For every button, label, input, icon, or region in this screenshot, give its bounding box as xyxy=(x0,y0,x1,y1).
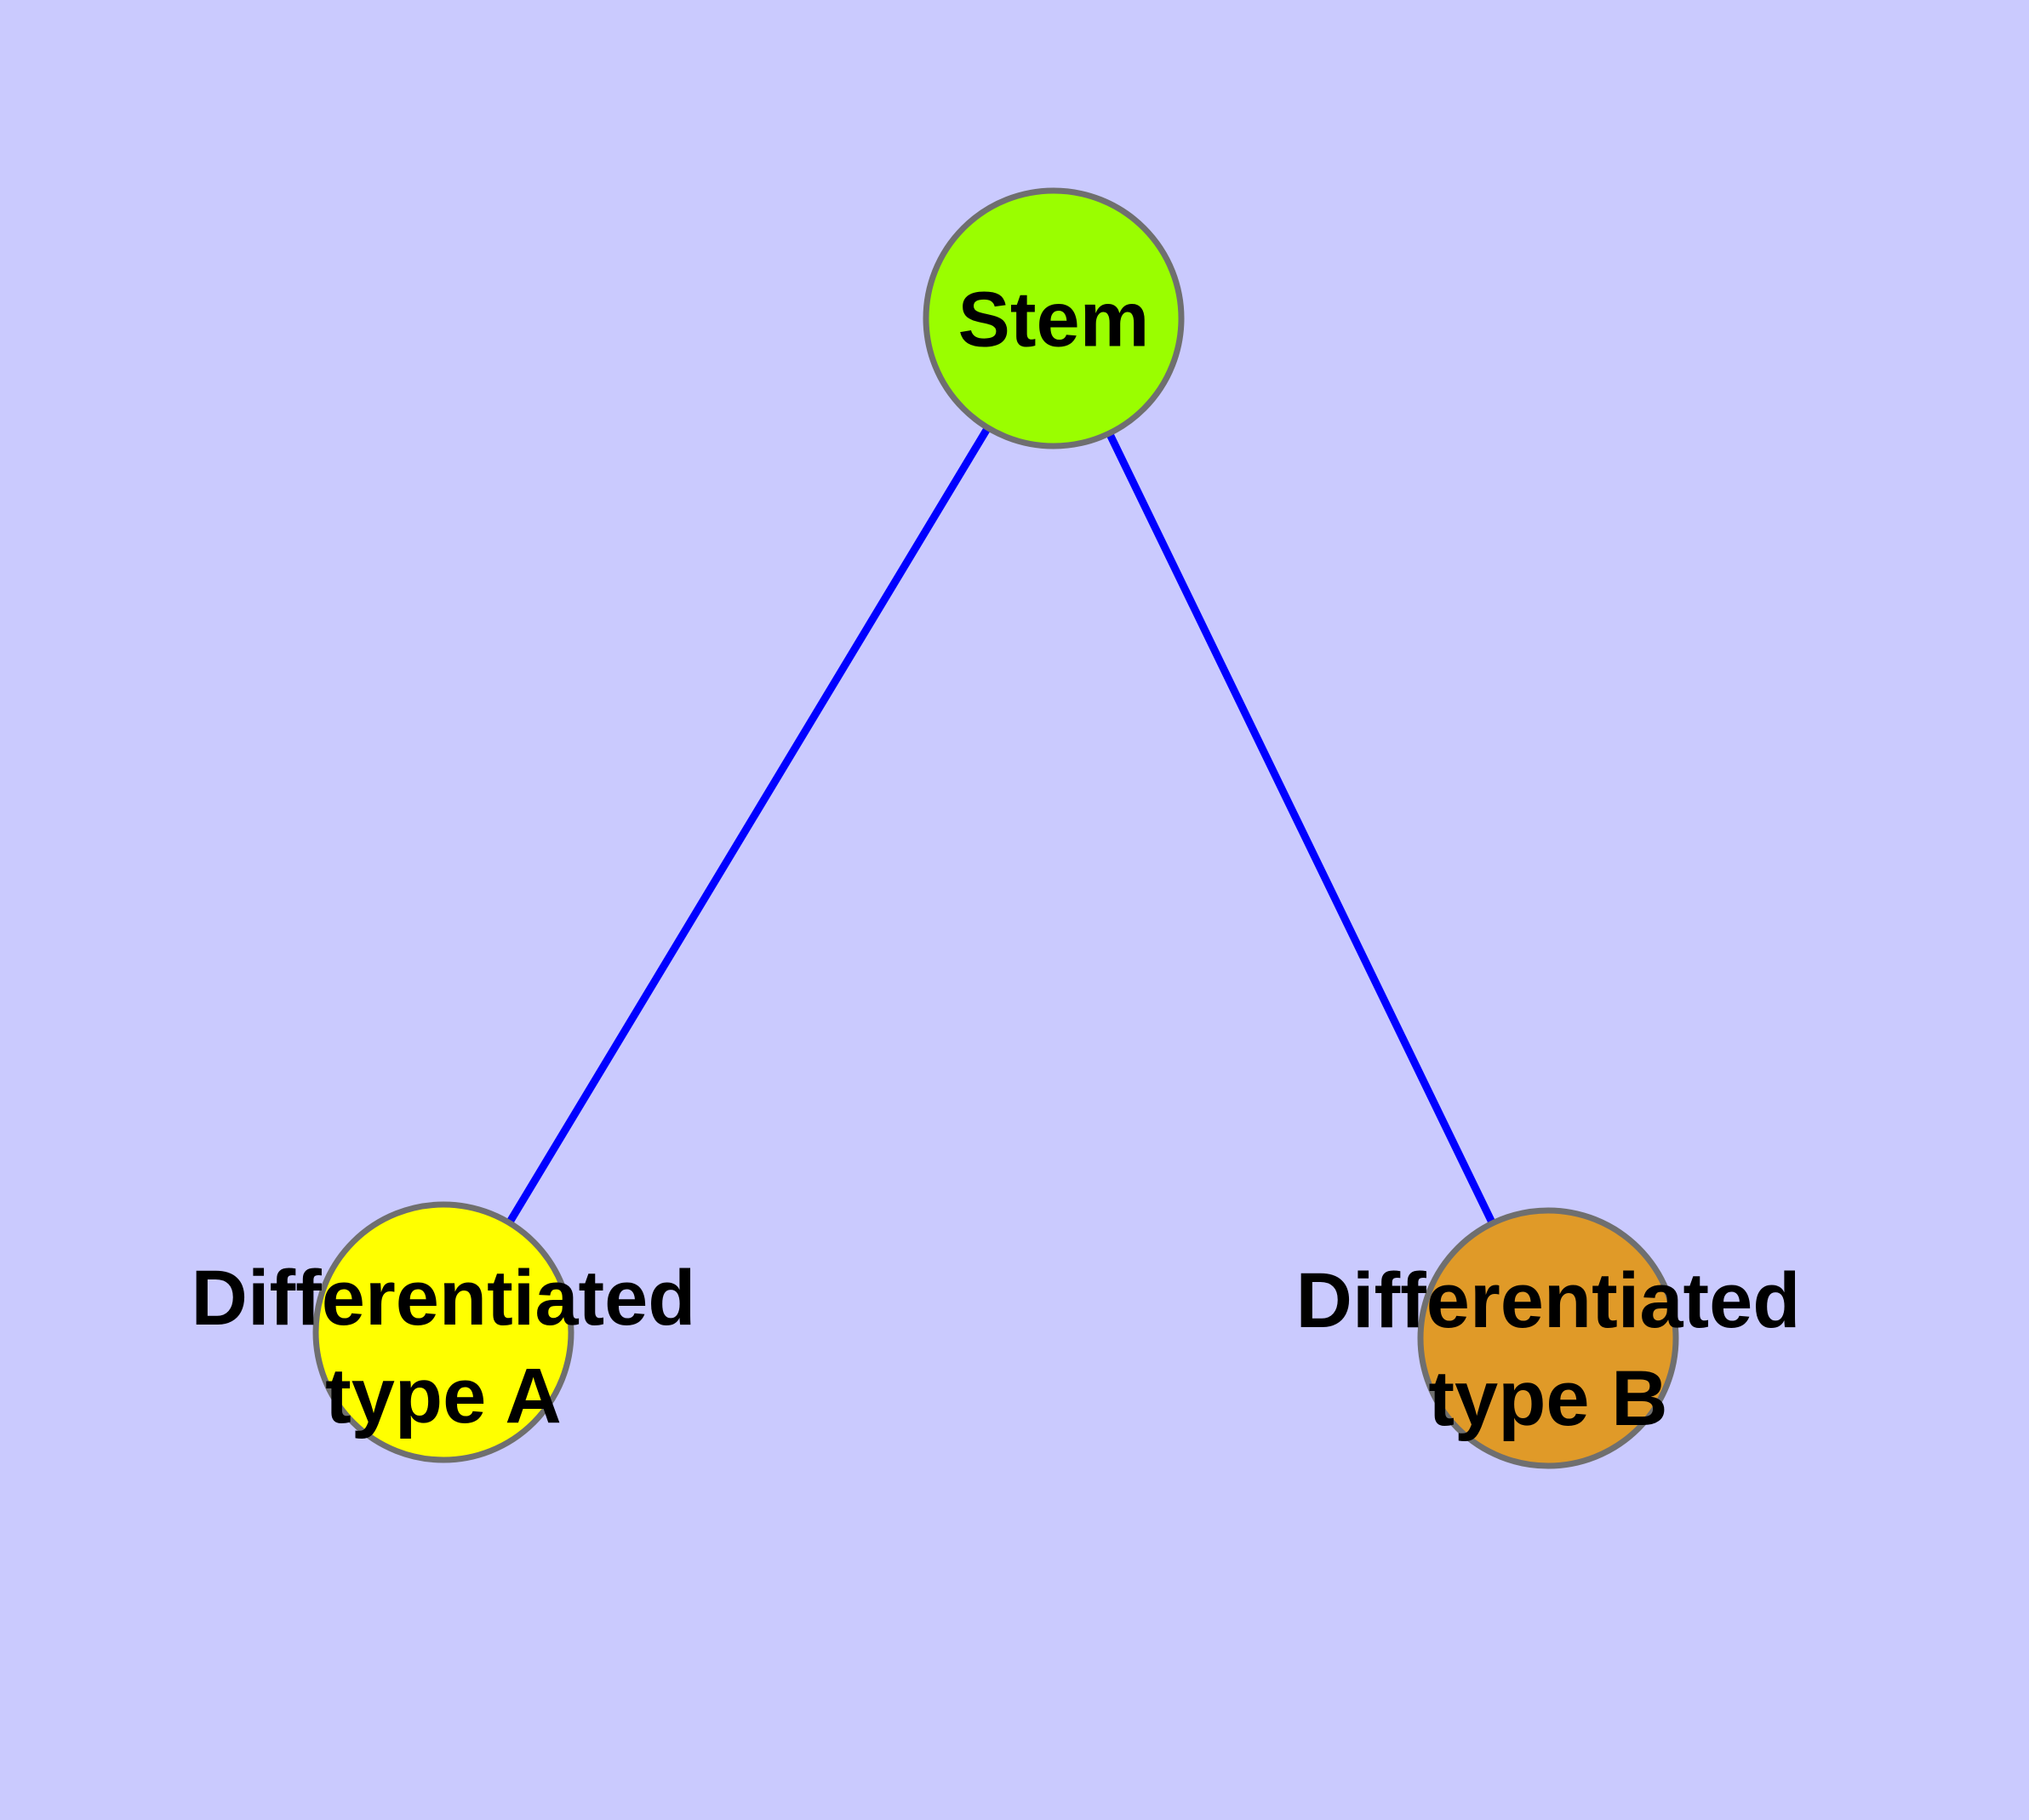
node-type-b-label: Differentiated type B xyxy=(1296,1252,1801,1448)
node-type-b-label-line1: Differentiated xyxy=(1295,1257,1801,1344)
node-type-a-circle xyxy=(312,1201,574,1463)
node-type-a-label-line2: type A xyxy=(325,1353,562,1439)
node-stem-label-text: Stem xyxy=(957,276,1150,363)
node-type-a-label: Differentiated type A xyxy=(191,1250,696,1445)
node-type-b-label-line2: type B xyxy=(1428,1355,1668,1442)
node-stem-circle xyxy=(923,187,1185,449)
node-type-a-label-line1: Differentiated xyxy=(191,1255,696,1342)
node-type-b-circle xyxy=(1417,1207,1679,1469)
node-stem-label: Stem xyxy=(958,272,1150,369)
edge-stem-to-type-a xyxy=(440,316,1057,1335)
edge-stem-to-type-b xyxy=(1049,317,1552,1340)
